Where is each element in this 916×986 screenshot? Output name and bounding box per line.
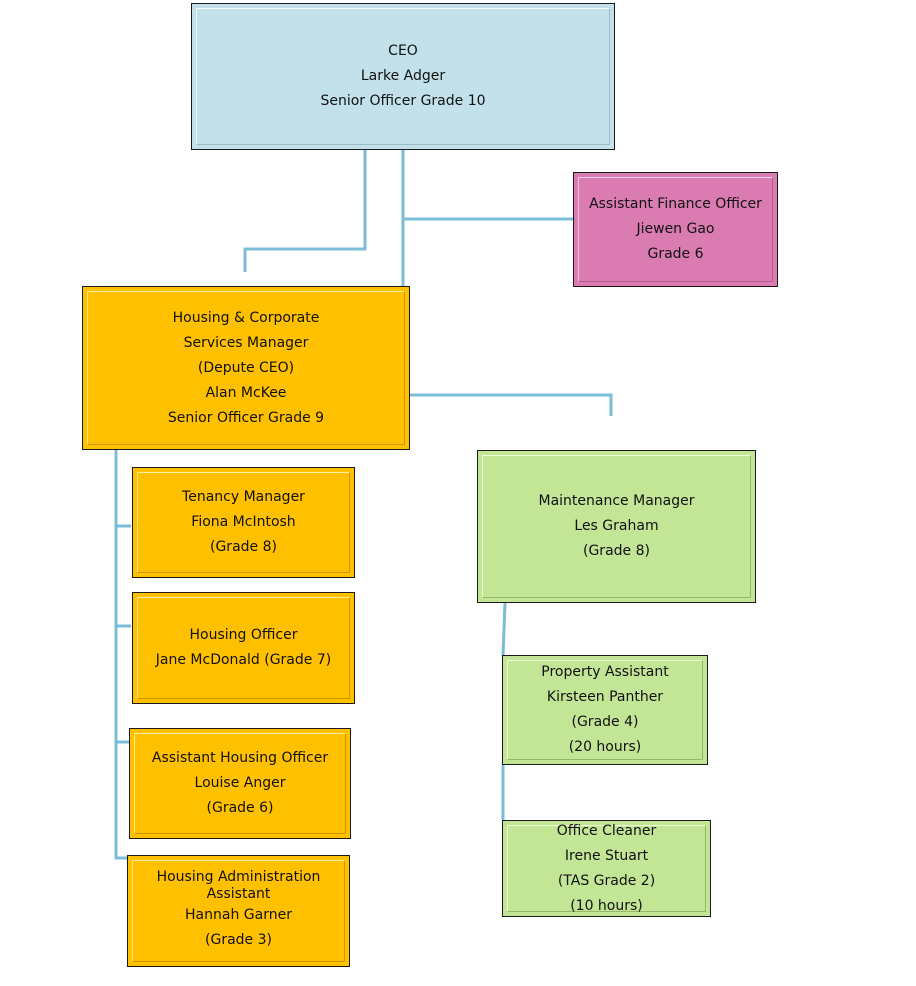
tenancy-manager-box: Tenancy Manager Fiona McIntosh (Grade 8) bbox=[132, 467, 355, 578]
property-assistant-box: Property Assistant Kirsteen Panther (Gra… bbox=[502, 655, 708, 765]
finance-officer-grade: Grade 6 bbox=[647, 246, 704, 262]
finance-officer-title: Assistant Finance Officer bbox=[589, 196, 762, 212]
assistant-housing-officer-title: Assistant Housing Officer bbox=[151, 750, 329, 766]
tenancy-manager-box-text: Tenancy Manager Fiona McIntosh (Grade 8) bbox=[182, 485, 305, 560]
maintenance-manager-box-text: Maintenance Manager Les Graham (Grade 8) bbox=[539, 489, 695, 564]
property-assistant-grade: (Grade 4) bbox=[571, 714, 639, 730]
ceo-box-text: CEO Larke Adger Senior Officer Grade 10 bbox=[320, 39, 485, 114]
deputy-ceo-grade: Senior Officer Grade 9 bbox=[167, 409, 325, 426]
connector-ceo-to-deputy-elbow bbox=[243, 150, 367, 272]
finance-officer-name: Jiewen Gao bbox=[636, 221, 715, 237]
assistant-housing-officer-grade: (Grade 6) bbox=[206, 800, 274, 816]
finance-officer-box: Assistant Finance Officer Jiewen Gao Gra… bbox=[573, 172, 778, 287]
deputy-ceo-title-1: Housing & Corporate bbox=[172, 309, 320, 326]
connector-deputy-spine bbox=[114, 450, 128, 860]
deputy-ceo-title-2: Services Manager bbox=[183, 334, 309, 351]
office-cleaner-title: Office Cleaner bbox=[556, 822, 657, 839]
assistant-housing-officer-box-text: Assistant Housing Officer Louise Anger (… bbox=[152, 746, 328, 821]
maintenance-manager-title: Maintenance Manager bbox=[538, 493, 695, 509]
assistant-housing-officer-box: Assistant Housing Officer Louise Anger (… bbox=[129, 728, 351, 839]
assistant-housing-officer-name: Louise Anger bbox=[194, 775, 286, 791]
connector-maintenance-to-staff bbox=[501, 602, 507, 656]
office-cleaner-box-text: Office Cleaner Irene Stuart (TAS Grade 2… bbox=[557, 819, 656, 919]
housing-admin-assistant-name: Hannah Garner bbox=[185, 907, 292, 923]
deputy-ceo-box: Housing & Corporate Services Manager (De… bbox=[82, 286, 410, 450]
housing-admin-assistant-title-1: Housing Administration bbox=[156, 869, 321, 885]
ceo-grade: Senior Officer Grade 10 bbox=[320, 93, 486, 109]
housing-officer-title: Housing Officer bbox=[189, 627, 298, 643]
housing-admin-assistant-grade: (Grade 3) bbox=[205, 932, 272, 948]
ceo-title: CEO bbox=[388, 43, 418, 59]
housing-officer-name: Jane McDonald (Grade 7) bbox=[155, 652, 332, 668]
property-assistant-title: Property Assistant bbox=[541, 664, 669, 680]
maintenance-manager-grade: (Grade 8) bbox=[583, 543, 650, 559]
deputy-ceo-box-text: Housing & Corporate Services Manager (De… bbox=[168, 306, 324, 431]
housing-admin-assistant-title-2: Assistant bbox=[206, 886, 271, 902]
tenancy-manager-grade: (Grade 8) bbox=[210, 539, 277, 555]
office-cleaner-box: Office Cleaner Irene Stuart (TAS Grade 2… bbox=[502, 820, 711, 917]
housing-admin-assistant-box-text: Housing Administration Assistant Hannah … bbox=[157, 869, 321, 953]
deputy-ceo-role: (Depute CEO) bbox=[197, 359, 295, 376]
ceo-name: Larke Adger bbox=[360, 68, 446, 84]
ceo-box: CEO Larke Adger Senior Officer Grade 10 bbox=[191, 3, 615, 150]
connector-deputy-to-maintenance bbox=[410, 393, 613, 416]
property-assistant-hours: (20 hours) bbox=[568, 739, 642, 755]
finance-officer-box-text: Assistant Finance Officer Jiewen Gao Gra… bbox=[589, 192, 762, 267]
office-cleaner-grade: (TAS Grade 2) bbox=[557, 872, 656, 889]
housing-officer-box: Housing Officer Jane McDonald (Grade 7) bbox=[132, 592, 355, 704]
office-cleaner-hours: (10 hours) bbox=[570, 897, 643, 914]
maintenance-manager-box: Maintenance Manager Les Graham (Grade 8) bbox=[477, 450, 756, 603]
housing-admin-assistant-box: Housing Administration Assistant Hannah … bbox=[127, 855, 350, 967]
housing-officer-box-text: Housing Officer Jane McDonald (Grade 7) bbox=[156, 623, 331, 673]
deputy-ceo-name: Alan McKee bbox=[205, 384, 287, 401]
office-cleaner-name: Irene Stuart bbox=[564, 847, 649, 864]
tenancy-manager-title: Tenancy Manager bbox=[182, 489, 305, 505]
maintenance-manager-name: Les Graham bbox=[574, 518, 659, 534]
property-assistant-name: Kirsteen Panther bbox=[546, 689, 664, 705]
tenancy-manager-name: Fiona McIntosh bbox=[191, 514, 296, 530]
property-assistant-box-text: Property Assistant Kirsteen Panther (Gra… bbox=[541, 660, 668, 760]
